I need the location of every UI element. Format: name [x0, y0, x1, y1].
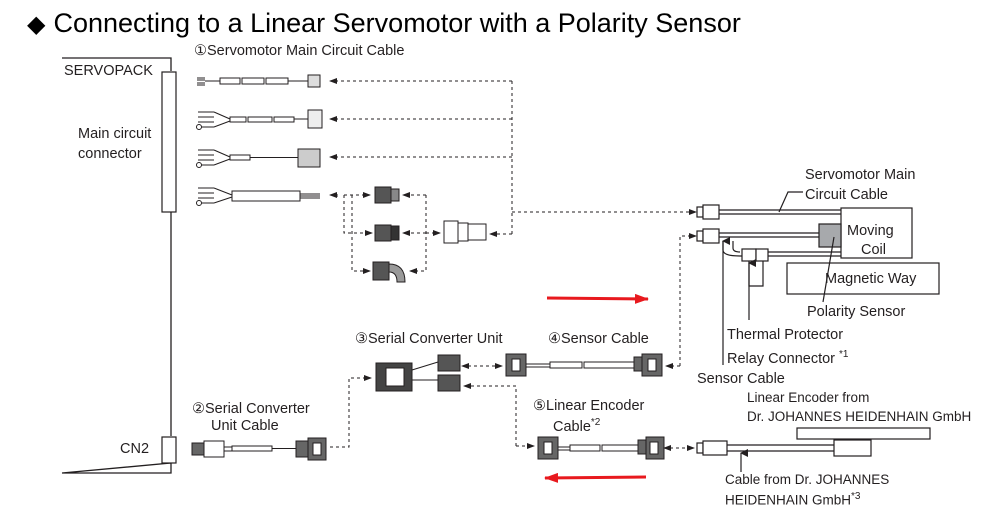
- encoder-dashed-links: [330, 363, 695, 451]
- moving-coil-label-2: Coil: [861, 242, 886, 258]
- cn2-connector: [161, 436, 177, 464]
- connector-straight-1: [374, 186, 400, 204]
- thermal-protector-label-2: Relay Connector *1: [727, 349, 849, 367]
- cable-2-label-1: ②Serial Converter: [192, 401, 310, 417]
- cable-2-label-2: Unit Cable: [211, 418, 279, 434]
- main-circuit-cable-2: [196, 109, 323, 130]
- cable-1-label: ①Servomotor Main Circuit Cable: [194, 43, 405, 59]
- encoder-scale: [796, 427, 931, 440]
- connector-straight-2: [374, 224, 400, 242]
- main-circuit-connector: [161, 71, 177, 213]
- sensor-cable-4: [505, 353, 663, 377]
- serial-converter-unit-label: ③Serial Converter Unit: [355, 331, 503, 347]
- linear-encoder: [696, 427, 931, 472]
- sensor-cable-4-label: ④Sensor Cable: [548, 331, 649, 347]
- linear-servomotor: [696, 191, 940, 365]
- motor-main-circuit-cable-label-1: Servomotor Main: [805, 167, 916, 183]
- magnetic-way-label: Magnetic Way: [825, 271, 917, 287]
- moving-coil: [840, 207, 913, 259]
- serial-converter-unit-cable-2: [191, 437, 327, 461]
- page-title: ◆ Connecting to a Linear Servomotor with …: [27, 6, 741, 42]
- main-circuit-connector-label-1: Main circuit: [78, 126, 152, 142]
- title-text: Connecting to a Linear Servomotor with a…: [53, 8, 741, 38]
- serial-converter-unit: [375, 354, 461, 392]
- moving-coil-label-1: Moving: [847, 223, 894, 239]
- encoder-cable-label-2: HEIDENHAIN GmbH*3: [725, 491, 861, 508]
- main-circuit-dashed-links: [329, 78, 697, 366]
- main-circuit-cable-1: [197, 74, 321, 88]
- sensor-cable-label: Sensor Cable: [697, 371, 785, 387]
- linear-encoder-label-1: Linear Encoder from: [747, 390, 870, 405]
- main-circuit-connector-label-2: connector: [78, 146, 142, 162]
- main-circuit-cable-3: [196, 148, 321, 168]
- thermal-protector-label-1: Thermal Protector: [727, 327, 844, 343]
- red-arrow-right: [546, 293, 649, 304]
- encoder-head: [833, 439, 872, 457]
- cn2-label: CN2: [120, 441, 150, 457]
- linear-encoder-cable-label-1: ⑤Linear Encoder: [533, 398, 645, 414]
- polarity-sensor: [818, 223, 842, 248]
- linear-encoder-cable-5: [537, 436, 665, 460]
- red-arrow-left: [544, 472, 647, 483]
- linear-encoder-cable-label-2: Cable*2: [553, 417, 601, 435]
- linear-encoder-label-2: Dr. JOHANNES HEIDENHAIN GmbH: [747, 409, 972, 424]
- encoder-cable-label-1: Cable from Dr. JOHANNES: [725, 472, 890, 487]
- servopack-box: [61, 57, 177, 474]
- polarity-sensor-label: Polarity Sensor: [807, 304, 906, 320]
- servopack-label: SERVOPACK: [64, 63, 153, 79]
- main-circuit-cable-4: [196, 187, 320, 206]
- motor-main-circuit-cable-label-2: Circuit Cable: [805, 187, 888, 203]
- connector-angled: [372, 261, 406, 283]
- magnetic-way: [786, 262, 940, 295]
- motor-side-connector: [443, 220, 487, 244]
- diamond-bullet-icon: ◆: [27, 11, 46, 38]
